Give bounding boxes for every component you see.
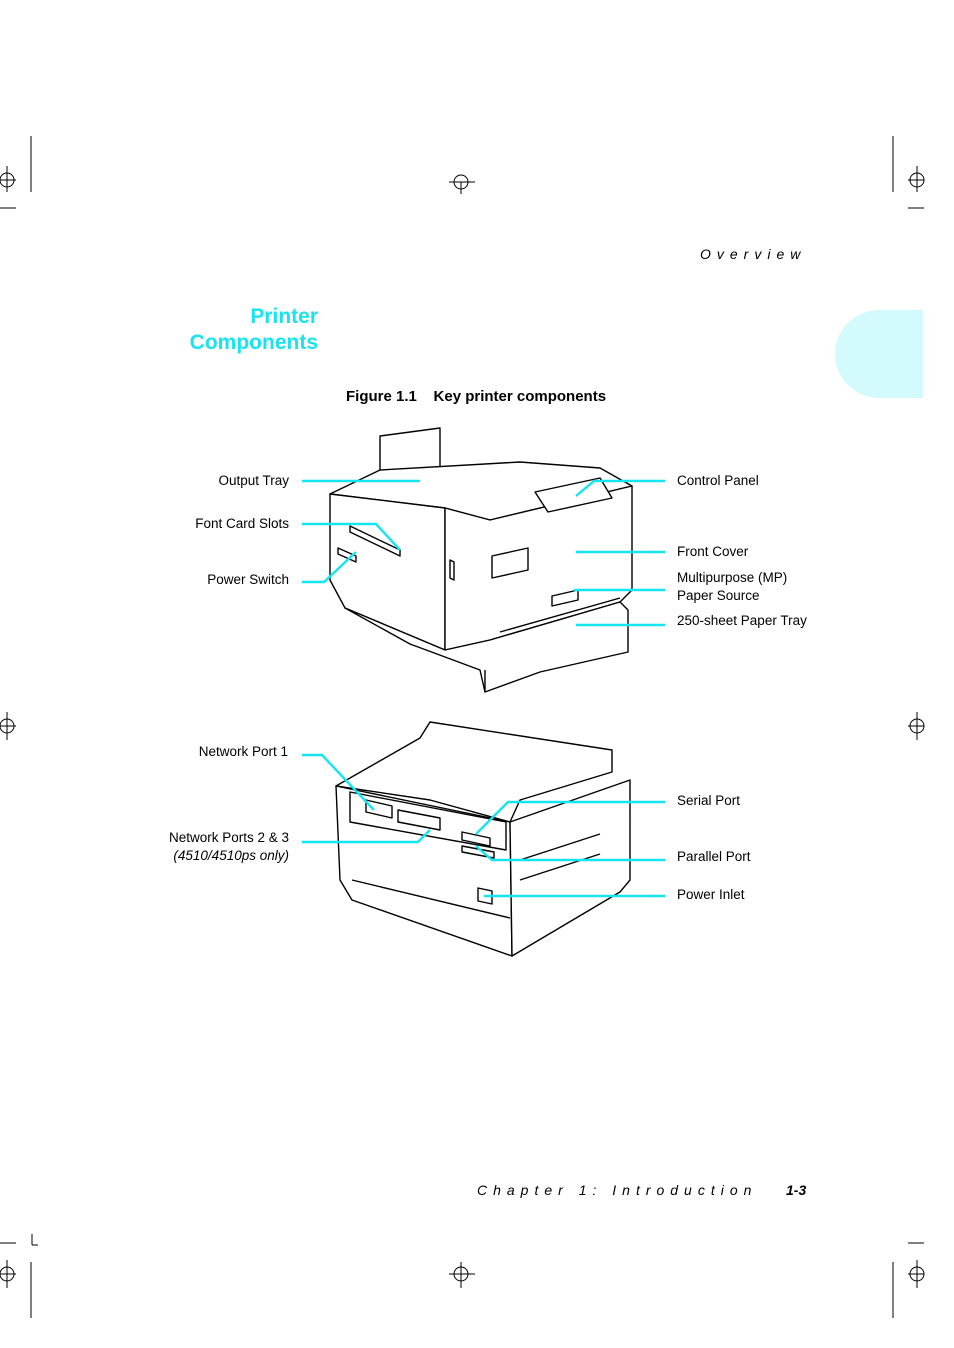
running-header: Overview: [700, 246, 807, 262]
printer-front-view: [329, 427, 633, 693]
callout-output-tray: Output Tray: [218, 473, 289, 488]
figure-caption: Figure 1.1 Key printer components: [346, 388, 606, 405]
callout-network-ports-2-3-note: (4510/4510ps only): [173, 848, 289, 863]
callout-font-card-slots: Font Card Slots: [195, 516, 289, 531]
page-number: 1-3: [786, 1182, 807, 1198]
section-title-line1: Printer: [250, 305, 318, 328]
running-footer-chapter: Chapter 1: Introduction: [477, 1182, 758, 1198]
callout-network-port-1: Network Port 1: [198, 744, 288, 759]
callout-network-ports-2-3: Network Ports 2 & 3 (4510/4510ps only): [169, 829, 289, 865]
callout-network-ports-2-3-label: Network Ports 2 & 3: [168, 830, 289, 845]
callout-mp-line2: Paper Source: [677, 588, 760, 603]
callout-mp-paper-source: Multipurpose (MP) Paper Source: [677, 569, 787, 605]
section-title-line2: Components: [189, 331, 318, 354]
callout-serial-port: Serial Port: [677, 793, 741, 808]
callout-front-cover: Front Cover: [677, 544, 749, 559]
figure-title: Key printer components: [433, 388, 607, 405]
callout-paper-tray: 250-sheet Paper Tray: [677, 613, 807, 628]
callout-mp-line1: Multipurpose (MP): [677, 570, 788, 585]
printer-back-view: [335, 721, 631, 957]
figure-number: Figure 1.1: [346, 388, 417, 405]
chapter-tab-marker: [835, 310, 923, 398]
leader-lines: [302, 479, 665, 898]
callout-parallel-port: Parallel Port: [677, 849, 751, 864]
callout-control-panel: Control Panel: [677, 473, 759, 488]
callout-power-inlet: Power Inlet: [677, 887, 745, 902]
section-title: Printer Components: [190, 304, 318, 356]
callout-power-switch: Power Switch: [207, 572, 289, 587]
